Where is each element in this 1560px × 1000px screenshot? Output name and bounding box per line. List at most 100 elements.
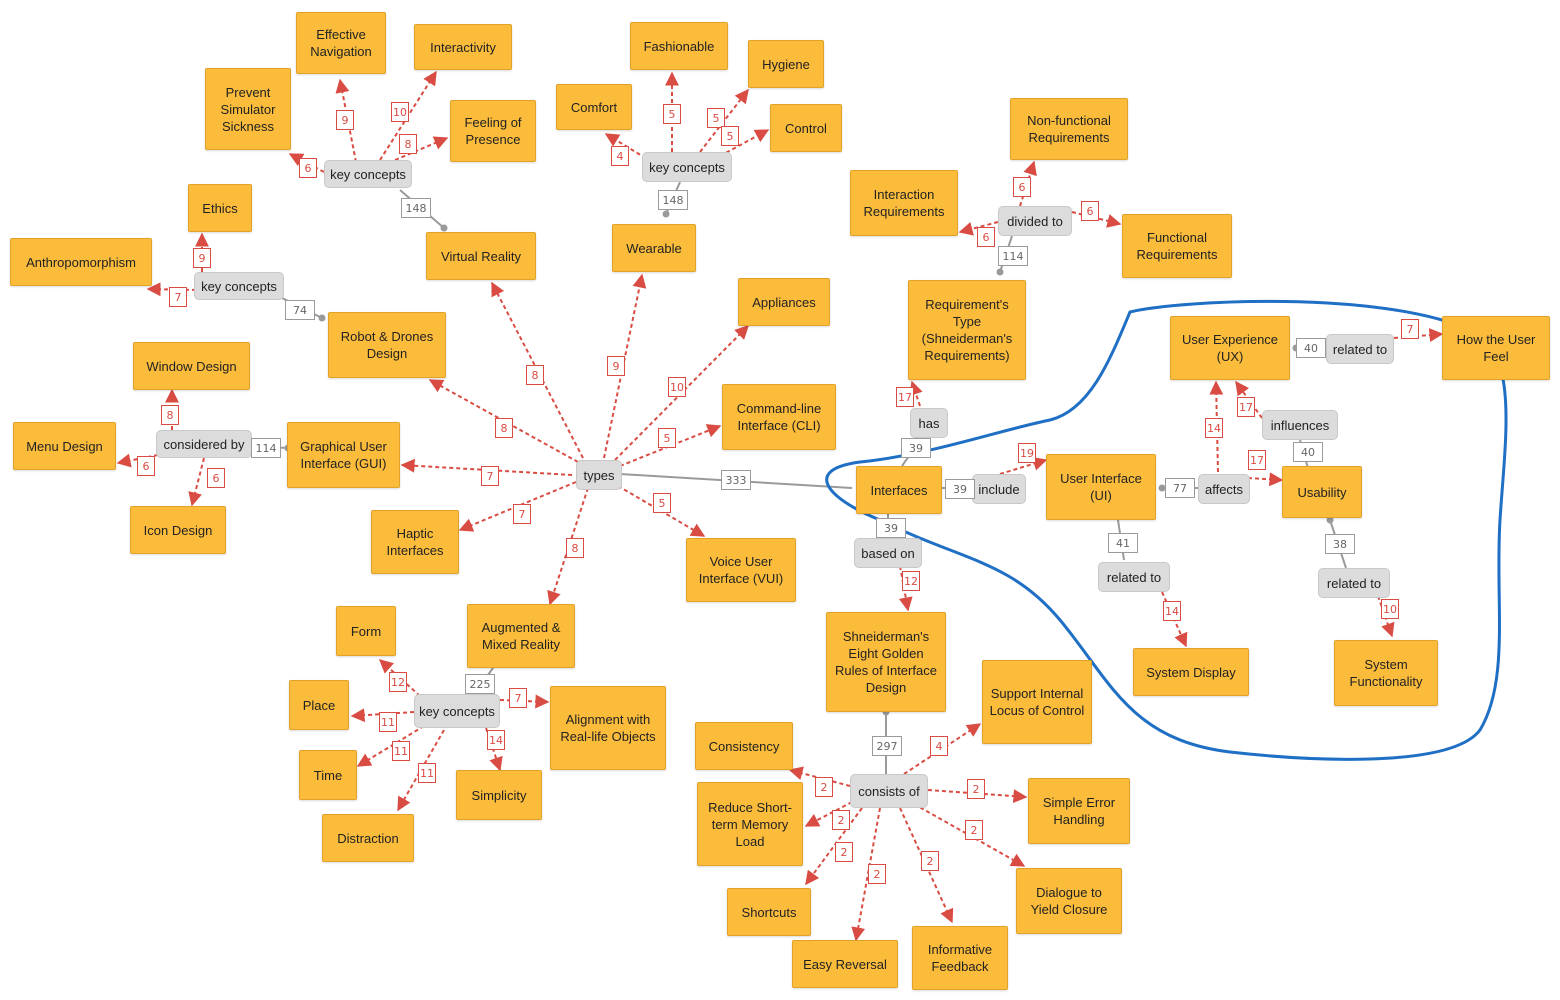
node-virtual-reality[interactable]: Virtual Reality: [426, 232, 536, 280]
node-distraction[interactable]: Distraction: [322, 814, 414, 862]
node-haptic-interfaces[interactable]: Haptic Interfaces: [371, 510, 459, 574]
badge-count: 39: [945, 479, 975, 499]
node-window-design[interactable]: Window Design: [133, 342, 250, 390]
link-types[interactable]: types: [576, 460, 622, 490]
link-related-to-usability[interactable]: related to: [1318, 568, 1390, 598]
node-control[interactable]: Control: [770, 104, 842, 152]
node-gui[interactable]: Graphical User Interface (GUI): [287, 422, 400, 488]
badge-count: 9: [193, 248, 211, 268]
link-key-concepts-vr[interactable]: key concepts: [324, 160, 412, 188]
node-interactivity[interactable]: Interactivity: [414, 24, 512, 70]
node-effective-navigation[interactable]: Effective Navigation: [296, 12, 386, 74]
badge-count: 14: [1205, 418, 1223, 438]
badge-count: 5: [721, 126, 739, 146]
badge-count: 5: [663, 104, 681, 124]
link-has[interactable]: has: [910, 408, 948, 438]
badge-count: 10: [1381, 599, 1399, 619]
node-voice-user-interface[interactable]: Voice User Interface (VUI): [686, 538, 796, 602]
edge-cons-shortcuts: [805, 807, 863, 886]
link-related-to-ui[interactable]: related to: [1098, 562, 1170, 592]
edge-kcar-distraction: [397, 729, 445, 812]
node-cli[interactable]: Command-line Interface (CLI): [722, 384, 836, 450]
link-affects[interactable]: affects: [1198, 474, 1250, 504]
badge-count: 17: [1237, 397, 1255, 417]
node-menu-design[interactable]: Menu Design: [13, 422, 116, 470]
node-consistency[interactable]: Consistency: [695, 722, 793, 770]
node-short-term-memory[interactable]: Reduce Short-term Memory Load: [697, 782, 803, 866]
node-internal-locus-of-control[interactable]: Support Internal Locus of Control: [982, 660, 1092, 744]
node-anthropomorphism[interactable]: Anthropomorphism: [10, 238, 152, 286]
node-ethics[interactable]: Ethics: [188, 184, 252, 232]
badge-count: 7: [513, 504, 531, 524]
node-user-interface[interactable]: User Interface (UI): [1046, 454, 1156, 520]
node-simplicity[interactable]: Simplicity: [456, 770, 542, 820]
node-alignment-real-life[interactable]: Alignment with Real-life Objects: [550, 686, 666, 770]
link-key-concepts-wearable[interactable]: key concepts: [642, 152, 732, 182]
badge-count: 9: [607, 356, 625, 376]
node-informative-feedback[interactable]: Informative Feedback: [912, 926, 1008, 990]
node-system-display[interactable]: System Display: [1133, 648, 1249, 696]
link-key-concepts-ar[interactable]: key concepts: [414, 694, 500, 728]
node-augmented-mixed-reality[interactable]: Augmented & Mixed Reality: [467, 604, 575, 668]
node-system-functionality[interactable]: System Functionality: [1334, 640, 1438, 706]
badge-count: 5: [658, 428, 676, 448]
badge-count: 8: [526, 365, 544, 385]
node-robot-drones-design[interactable]: Robot & Drones Design: [328, 312, 446, 378]
link-key-concepts-robot[interactable]: key concepts: [194, 272, 284, 300]
link-consists-of[interactable]: consists of: [850, 774, 928, 808]
badge-count: 2: [868, 864, 886, 884]
node-time[interactable]: Time: [299, 750, 357, 800]
badge-count: 39: [901, 438, 931, 458]
badge-count: 114: [998, 246, 1028, 266]
badge-count: 14: [487, 730, 505, 750]
node-functional-requirements[interactable]: Functional Requirements: [1122, 214, 1232, 278]
node-interfaces[interactable]: Interfaces: [856, 466, 942, 514]
badge-count: 5: [653, 493, 671, 513]
node-easy-reversal[interactable]: Easy Reversal: [792, 940, 898, 988]
badge-count: 8: [495, 418, 513, 438]
badge-count: 6: [137, 456, 155, 476]
edge-types-ar: [547, 487, 589, 606]
node-dialogue-to-yield-closure[interactable]: Dialogue to Yield Closure: [1016, 868, 1122, 934]
badge-count: 2: [921, 851, 939, 871]
badge-count: 6: [977, 227, 995, 247]
badge-count: 39: [876, 518, 906, 538]
node-prevent-simulator-sickness[interactable]: Prevent Simulator Sickness: [205, 68, 291, 150]
node-simple-error-handling[interactable]: Simple Error Handling: [1028, 778, 1130, 844]
badge-count: 225: [465, 674, 495, 694]
node-how-the-user-feel[interactable]: How the User Feel: [1442, 316, 1550, 380]
badge-count: 4: [930, 736, 948, 756]
edge-types-cli: [619, 424, 722, 467]
badge-count: 6: [1081, 201, 1099, 221]
badge-count: 7: [169, 287, 187, 307]
link-based-on[interactable]: based on: [854, 538, 922, 568]
node-user-experience[interactable]: User Experience (UX): [1170, 316, 1290, 380]
badge-count: 5: [707, 108, 725, 128]
node-icon-design[interactable]: Icon Design: [130, 506, 226, 554]
node-wearable[interactable]: Wearable: [612, 224, 696, 272]
badge-count: 40: [1296, 338, 1326, 358]
node-non-functional-requirements[interactable]: Non-functional Requirements: [1010, 98, 1128, 160]
node-requirements-type[interactable]: Requirement's Type (Shneiderman's Requir…: [908, 280, 1026, 380]
link-divided-to[interactable]: divided to: [998, 206, 1072, 236]
node-feeling-of-presence[interactable]: Feeling of Presence: [450, 100, 536, 162]
node-hygiene[interactable]: Hygiene: [748, 40, 824, 88]
badge-count: 11: [379, 712, 397, 732]
badge-count: 12: [389, 672, 407, 692]
node-interaction-requirements[interactable]: Interaction Requirements: [850, 170, 958, 236]
link-considered-by[interactable]: considered by: [156, 430, 252, 458]
node-appliances[interactable]: Appliances: [738, 278, 830, 326]
node-comfort[interactable]: Comfort: [556, 84, 632, 130]
node-shortcuts[interactable]: Shortcuts: [727, 888, 811, 936]
node-eight-golden-rules[interactable]: Shneiderman's Eight Golden Rules of Inte…: [826, 612, 946, 712]
badge-count: 114: [251, 438, 281, 458]
node-form[interactable]: Form: [336, 606, 396, 656]
link-related-to-ux[interactable]: related to: [1326, 334, 1394, 364]
link-influences[interactable]: influences: [1262, 410, 1338, 440]
node-usability[interactable]: Usability: [1282, 466, 1362, 518]
node-place[interactable]: Place: [289, 680, 349, 730]
badge-count: 2: [832, 810, 850, 830]
link-include[interactable]: include: [972, 474, 1026, 504]
edge-kcwear-hygiene: [699, 88, 749, 153]
node-fashionable[interactable]: Fashionable: [630, 22, 728, 70]
